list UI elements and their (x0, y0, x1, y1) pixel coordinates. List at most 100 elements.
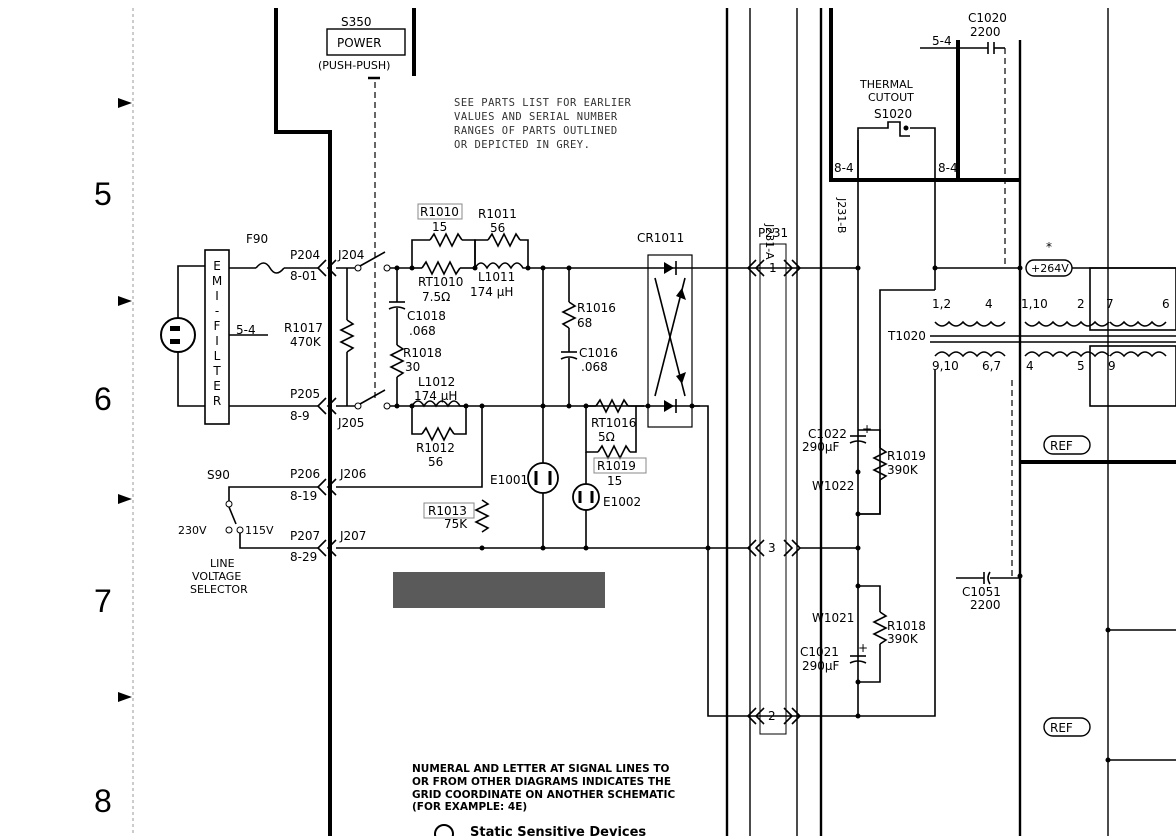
plug-pin (170, 326, 180, 331)
parts-note-line: RANGES OF PARTS OUTLINED (454, 125, 618, 137)
capacitor-plate (987, 571, 991, 585)
switch-contact (236, 526, 244, 534)
wire (177, 352, 205, 407)
switch-contact (225, 500, 233, 508)
r1011-value: 56 (490, 221, 505, 235)
p204-coord: 8-01 (290, 269, 317, 283)
asterisk: * (1046, 240, 1052, 254)
c1022-ref: C1022 (808, 427, 847, 441)
plug-pin (170, 339, 180, 344)
static-note: Static Sensitive Devices (470, 825, 646, 836)
pin-9-10: 9,10 (932, 359, 959, 373)
e1002-ref: E1002 (603, 495, 641, 509)
parts-note-line: VALUES AND SERIAL NUMBER (454, 111, 618, 123)
pin-7: 7 (1106, 297, 1114, 311)
junction-dot (1105, 627, 1111, 633)
r1017-value: 470K (290, 335, 322, 349)
r1011-ref: R1011 (478, 207, 517, 221)
r1010-value: 15 (432, 220, 447, 234)
ref-tag (1043, 717, 1091, 737)
c1018-ref: C1018 (407, 309, 446, 323)
c1020-ref: C1020 (968, 11, 1007, 25)
p207-coord: 8-29 (290, 550, 317, 564)
switch-contact (383, 264, 391, 272)
p205-label: P205 (290, 387, 320, 401)
resistor-r1019b (872, 447, 888, 481)
wire (692, 405, 858, 717)
diode-icon (676, 288, 686, 300)
switch-contact (225, 526, 233, 534)
r1017-ref: R1017 (284, 321, 323, 335)
pin-4a: 4 (985, 297, 993, 311)
transformer-winding (934, 351, 1006, 358)
secondary-box (1089, 267, 1176, 331)
rt1010-ref: RT1010 (418, 275, 463, 289)
capacitor-plate (388, 306, 406, 310)
r1010-ref: R1010 (420, 205, 459, 219)
inductor-l1012 (411, 400, 466, 408)
capacitor-plate (849, 660, 867, 664)
resistor-r1010 (429, 232, 463, 248)
bridge-rectifier-box (647, 254, 693, 428)
pin-6: 6 (1162, 297, 1170, 311)
svg-text:L: L (214, 349, 221, 363)
j205-label: J205 (337, 416, 364, 430)
p205-coord: 8-9 (290, 409, 310, 423)
j207-label: J207 (339, 529, 366, 543)
parts-note-line: SEE PARTS LIST FOR EARLIER (454, 97, 632, 109)
pin-1-10: 1,10 (1021, 297, 1048, 311)
ref-tag-text: REF (1050, 439, 1073, 453)
l1011-value: 174 μH (470, 285, 513, 299)
r1013-value: 75K (444, 517, 468, 531)
diode-icon (676, 372, 686, 384)
connector-chevrons (316, 259, 337, 557)
resistor-r1018b (872, 611, 888, 645)
wire (228, 486, 318, 502)
switch-blade (228, 506, 237, 525)
r1019b-value: 390K (887, 463, 919, 477)
wire (858, 289, 935, 515)
footer-note-line: (FOR EXAMPLE: 4E) (412, 801, 527, 813)
l1012-ref: L1012 (418, 375, 455, 389)
svg-text:I: I (215, 334, 219, 348)
transformer-winding (1109, 320, 1167, 327)
pin-8-4-left: 8-4 (834, 161, 854, 175)
resistor-r1018 (389, 344, 405, 378)
grid-row-5: 5 (94, 176, 112, 212)
wire (336, 406, 483, 488)
wire (411, 239, 430, 268)
svg-text:T: T (212, 364, 221, 378)
thermistor-rt1016 (595, 398, 629, 414)
r1019a-value: 15 (607, 474, 622, 488)
l1012-value: 174 μH (414, 389, 457, 403)
v230-label: 230V (178, 524, 207, 537)
c1051-value: 2200 (970, 598, 1001, 612)
r1016-ref: R1016 (577, 301, 616, 315)
p231-connector-body (759, 243, 787, 735)
svg-text:R: R (213, 394, 221, 408)
grid-tick-marker (118, 494, 132, 504)
r1018a-ref: R1018 (403, 346, 442, 360)
junction-dot (540, 545, 546, 551)
switch-contact (354, 264, 362, 272)
wire (858, 480, 881, 515)
pin-6-7: 6,7 (982, 359, 1001, 373)
capacitor-plate (849, 440, 867, 444)
ref-tag-text: REF (1050, 721, 1073, 735)
switch-contact (354, 402, 362, 410)
grid-tick-marker (118, 692, 132, 702)
c1021-value: 290μF (802, 659, 840, 673)
spark-gap-e1002-icon (572, 483, 600, 511)
c1020-value: 2200 (970, 25, 1001, 39)
footer-note-line: NUMERAL AND LETTER AT SIGNAL LINES TO (412, 763, 670, 775)
junction-dot (645, 403, 651, 409)
plus-sign: + (858, 641, 868, 655)
pin-2: 2 (1077, 297, 1085, 311)
c1051-ref: C1051 (962, 585, 1001, 599)
pin-1-2: 1,2 (932, 297, 951, 311)
wire (520, 239, 529, 268)
t1020-ref: T1020 (887, 329, 926, 343)
pin-8-4-right: 8-4 (938, 161, 958, 175)
s90-ref: S90 (207, 468, 230, 482)
